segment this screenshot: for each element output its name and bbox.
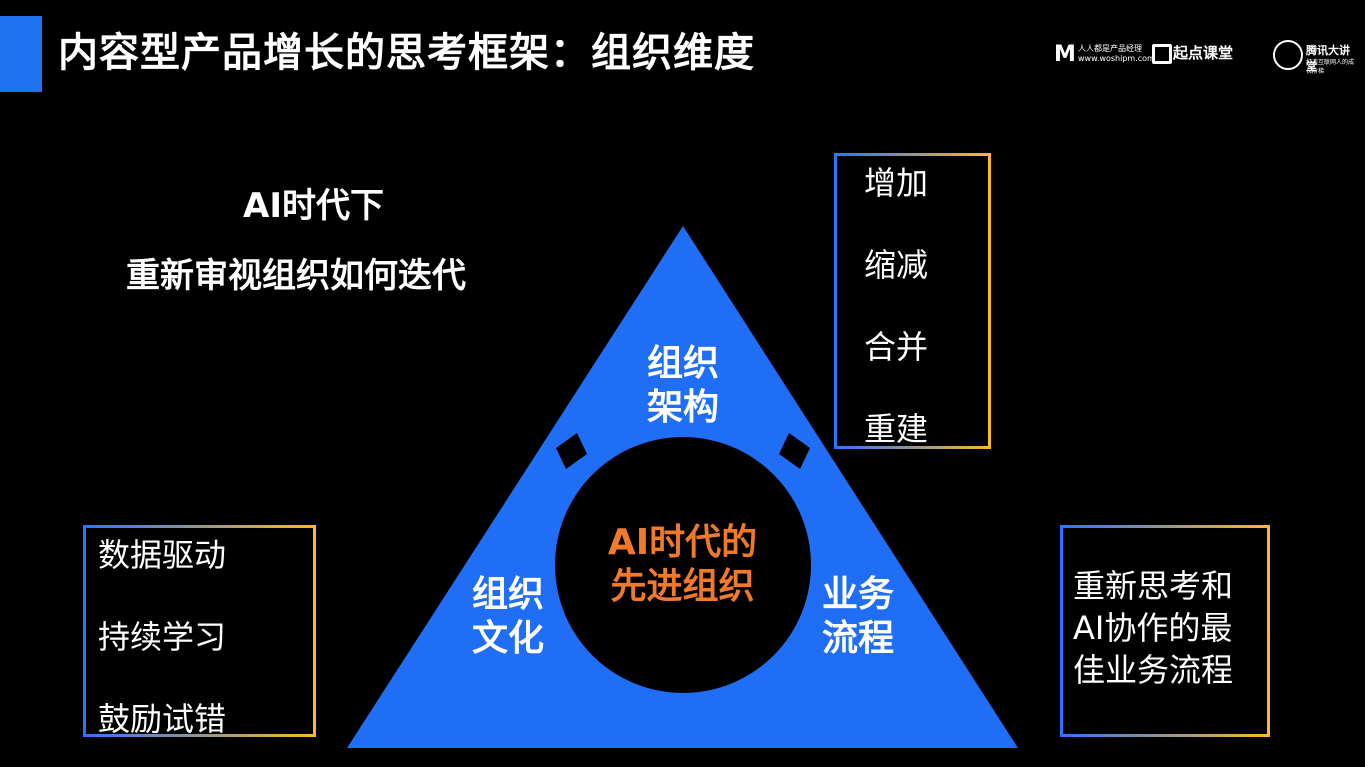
- left-heading-line2: 重新审视组织如何迭代: [126, 256, 466, 296]
- logo-group: M 人人都是产品经理 www.woshipm.com 起点课堂 腾讯大讲堂 打造…: [1054, 40, 1355, 75]
- label-org-culture-line1: 组织: [471, 574, 544, 615]
- label-org-structure-line2: 架构: [646, 387, 719, 428]
- structure-action-item: 缩减: [864, 246, 929, 284]
- woshipm-url: www.woshipm.com: [1078, 54, 1155, 63]
- title-accent-bar: [0, 16, 42, 92]
- qidian-logo-text: 起点课堂: [1173, 44, 1234, 62]
- process-box: [1060, 525, 1270, 737]
- label-org-structure: 组织 架构: [638, 342, 728, 430]
- tencent-logo-subtitle: 打造互联网人的成长阶梯: [1306, 59, 1355, 75]
- structure-actions-box: 增加 缩减 合并 重建: [834, 153, 991, 449]
- label-business-process-line2: 流程: [821, 618, 894, 659]
- center-label-line2: 先进组织: [610, 566, 755, 607]
- structure-action-item: 重建: [864, 410, 929, 448]
- center-circle: [555, 437, 811, 693]
- tencent-logo-icon: [1273, 40, 1303, 70]
- process-description: 重新思考和 AI协作的最 佳业务流程: [1073, 565, 1233, 691]
- structure-action-item: 增加: [864, 164, 929, 202]
- center-label-line1: AI时代的: [607, 522, 758, 563]
- structure-action-item: 合并: [864, 328, 929, 366]
- process-description-line2: AI协作的最: [1073, 609, 1233, 647]
- page-title: 内容型产品增长的思考框架：组织维度: [58, 30, 755, 76]
- center-label: AI时代的 先进组织: [590, 521, 775, 609]
- label-business-process: 业务 流程: [813, 573, 903, 661]
- woshipm-logo-text: 人人都是产品经理 www.woshipm.com: [1078, 44, 1155, 64]
- label-business-process-line1: 业务: [821, 574, 894, 615]
- culture-item: 数据驱动: [98, 536, 227, 574]
- label-org-structure-line1: 组织: [646, 343, 719, 384]
- divider-left: [556, 433, 587, 469]
- tencent-logo-text: 腾讯大讲堂: [1306, 44, 1350, 73]
- label-org-culture: 组织 文化: [463, 573, 553, 661]
- woshipm-name: 人人都是产品经理: [1078, 44, 1142, 53]
- left-heading-line1: AI时代下: [243, 186, 384, 226]
- qidian-logo-icon: [1152, 44, 1172, 64]
- culture-item: 持续学习: [98, 618, 227, 656]
- divider-right: [779, 433, 810, 469]
- process-description-line1: 重新思考和: [1073, 567, 1234, 605]
- label-org-culture-line2: 文化: [471, 618, 544, 659]
- process-description-line3: 佳业务流程: [1073, 651, 1234, 689]
- culture-box: 数据驱动 持续学习 鼓励试错: [83, 525, 316, 738]
- culture-item: 鼓励试错: [98, 700, 227, 738]
- woshipm-logo-icon: M: [1054, 42, 1076, 67]
